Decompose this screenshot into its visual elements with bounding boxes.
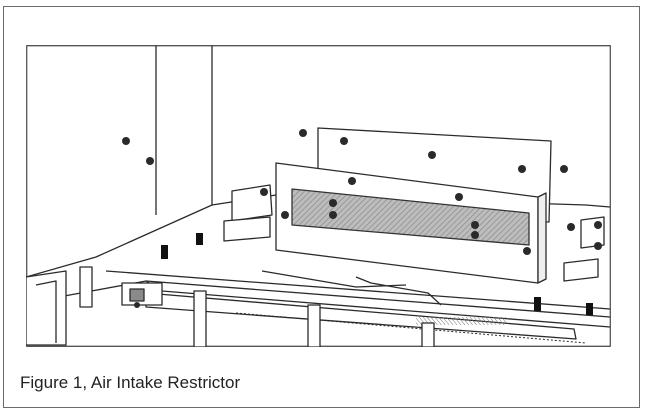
figure-frame: Figure 1, Air Intake Restrictor	[3, 6, 640, 408]
air-intake-restrictor-drawing	[26, 45, 611, 347]
figure-caption: Figure 1, Air Intake Restrictor	[20, 373, 241, 392]
